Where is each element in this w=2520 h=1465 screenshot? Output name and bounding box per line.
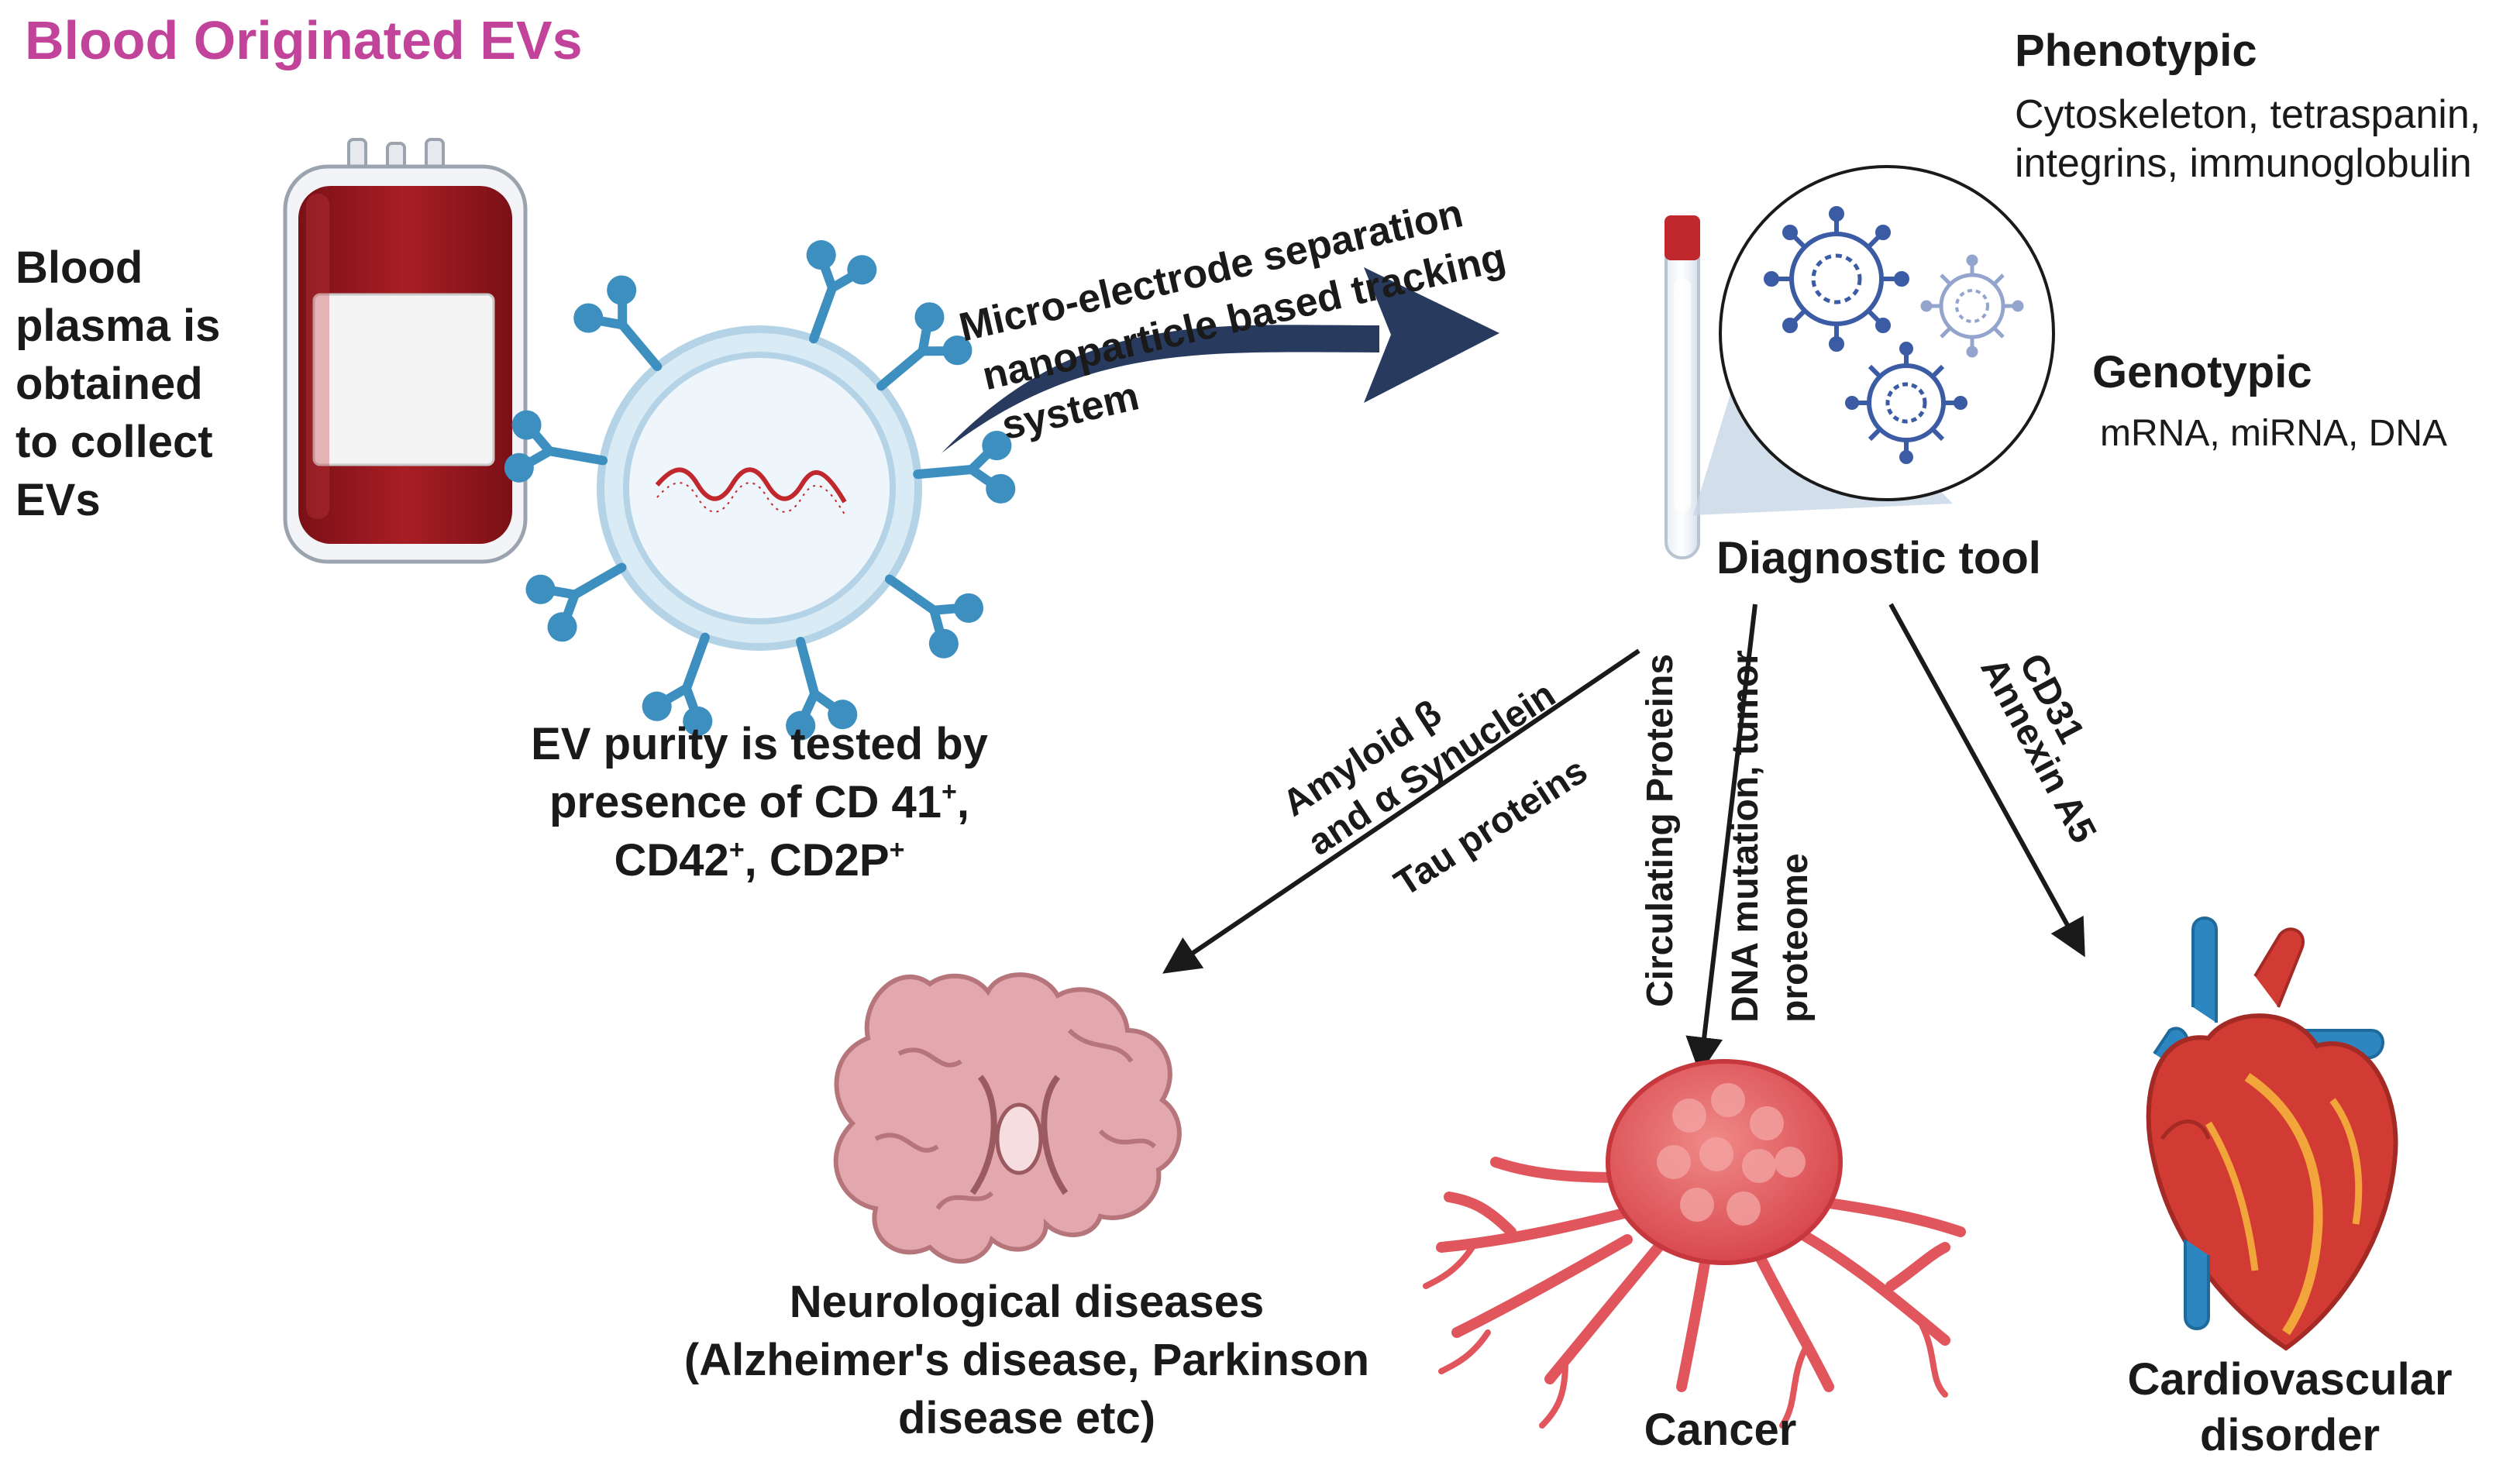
blood-plasma-line-3: obtained <box>15 359 203 409</box>
cancer-marker-1: Circulating Proteins <box>1640 654 1681 1007</box>
blood-plasma-text: Blood plasma is obtained to collect EVs <box>15 242 220 525</box>
phenotypic-line-2: integrins, immunoglobulin <box>2015 141 2472 186</box>
neuro-label-line-1: Neurological diseases <box>790 1277 1264 1327</box>
extracellular-vesicle-icon <box>504 240 1016 741</box>
ev-purity-line-3: CD42+, CD2P+ <box>615 835 905 886</box>
ev-purity-text: EV purity is tested by presence of CD 41… <box>531 719 988 886</box>
neuro-markers: Amyloid β and α Synuclein Tau proteins <box>1275 674 1595 905</box>
cardio-label-line-1: Cardiovascular <box>2127 1354 2452 1405</box>
blood-bag-icon <box>283 138 528 564</box>
arrow-to-cardio <box>1888 603 2085 958</box>
blood-plasma-line-1: Blood <box>15 242 143 293</box>
neuro-label-line-2: (Alzheimer's disease, Parkinson <box>684 1335 1369 1385</box>
blood-plasma-line-5: EVs <box>15 475 101 525</box>
cardio-label-line-2: disorder <box>2200 1410 2380 1460</box>
blood-plasma-line-2: plasma is <box>15 301 220 351</box>
tumor-icon <box>1423 1059 1966 1429</box>
virus-icon <box>1764 206 1909 352</box>
phenotypic-line-1: Cytoskeleton, tetraspanin, <box>2015 92 2480 137</box>
cancer-marker-3: proteome <box>1775 853 1816 1023</box>
cancer-markers: Circulating Proteins DNA mutation, tumor… <box>1640 650 1816 1023</box>
cancer-marker-2: DNA mutation, tumor <box>1725 650 1766 1023</box>
virus-icon <box>1920 254 2024 358</box>
genotypic-line-1: mRNA, miRNA, DNA <box>2100 413 2447 454</box>
ev-antibody-proteins <box>504 240 1016 741</box>
brain-icon <box>833 972 1182 1264</box>
heart-icon <box>2146 916 2398 1351</box>
diagnostic-tool-label: Diagnostic tool <box>1716 533 2041 583</box>
phenotypic-block: Phenotypic Cytoskeleton, tetraspanin, in… <box>2015 26 2480 186</box>
cardio-label: Cardiovascular disorder <box>2127 1354 2452 1460</box>
phenotypic-heading: Phenotypic <box>2015 26 2257 76</box>
test-tube-icon <box>1665 215 1700 559</box>
neuro-label: Neurological diseases (Alzheimer's disea… <box>684 1277 1369 1443</box>
neuro-label-line-3: disease etc) <box>898 1393 1155 1443</box>
arrow-to-neuro <box>1162 648 1640 974</box>
cancer-label: Cancer <box>1644 1405 1797 1455</box>
separation-arrow <box>942 267 1499 453</box>
diagram-title: Blood Originated EVs <box>25 10 583 70</box>
blood-plasma-line-4: to collect <box>15 417 213 467</box>
virus-icon <box>1845 342 1967 464</box>
cardio-markers: CD31 Annexin A5 <box>1972 647 2104 849</box>
ev-purity-line-1: EV purity is tested by <box>531 719 988 769</box>
magnified-view <box>1719 165 2055 501</box>
rna-strand <box>655 467 847 504</box>
genotypic-heading: Genotypic <box>2092 347 2312 397</box>
genotypic-block: Genotypic mRNA, miRNA, DNA <box>2092 347 2447 454</box>
ev-purity-line-2: presence of CD 41+, <box>549 777 969 827</box>
arrow-to-cancer <box>1685 604 1757 1075</box>
